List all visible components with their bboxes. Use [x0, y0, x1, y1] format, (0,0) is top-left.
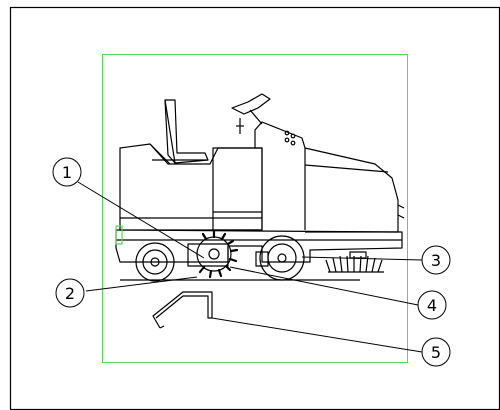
steering-wheel [231, 93, 271, 115]
sweeper-machine [115, 93, 405, 282]
adjustment-tool [152, 291, 213, 329]
viewport-frame [102, 54, 408, 363]
chassis [115, 229, 403, 263]
main-broom-bristles [198, 229, 239, 279]
rear-wheel [135, 242, 175, 282]
operator-seat [164, 99, 209, 164]
leader-lines [77, 181, 423, 353]
center-panel [212, 147, 263, 231]
callout-5: 5 [421, 337, 451, 367]
main-broom-door [187, 243, 229, 267]
callout-1: 1 [52, 157, 82, 187]
callout-3: 3 [421, 245, 451, 275]
callout-2-label: 2 [65, 284, 75, 303]
callout-4: 4 [417, 290, 447, 320]
callout-2: 2 [55, 278, 85, 308]
callout-1-label: 1 [62, 163, 72, 182]
callout-5-label: 5 [431, 343, 441, 362]
rear-body [119, 143, 263, 231]
callout-3-label: 3 [431, 251, 441, 270]
front-wheel [259, 235, 305, 281]
side-broom-bristles [325, 251, 384, 273]
front-hopper [304, 147, 399, 233]
rear-bumper [115, 225, 123, 245]
callout-4-label: 4 [427, 296, 437, 315]
